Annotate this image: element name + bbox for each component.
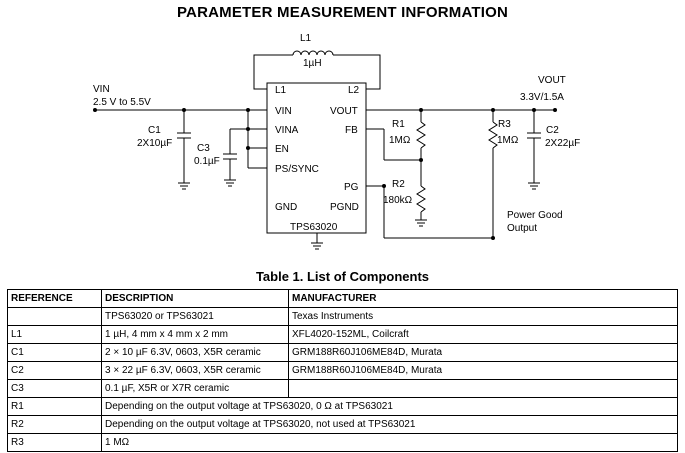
power-good-output-label: Output [507, 223, 537, 234]
r1-ref-label: R1 [392, 119, 405, 130]
table-row: C3 0.1 µF, X5R or X7R ceramic [7, 379, 678, 398]
pin-vout-label: VOUT [330, 106, 358, 117]
vin-label: VIN [93, 84, 110, 95]
r3-ref-label: R3 [498, 119, 511, 130]
inductor-l1 [292, 50, 334, 56]
vin-range-label: 2.5 V to 5.5V [93, 97, 151, 108]
cell-reference: R3 [7, 433, 102, 452]
c2-ref-label: C2 [546, 125, 559, 136]
pin-fb-label: FB [345, 125, 358, 136]
pin-l1-label: L1 [275, 85, 287, 96]
inductor-ref-label: L1 [300, 33, 312, 44]
c3-value-label: 0.1µF [194, 156, 220, 167]
cell-description: 2 × 10 µF 6.3V, 0603, X5R ceramic [101, 343, 289, 362]
power-good-label: Power Good [507, 210, 563, 221]
cell-reference: C2 [7, 361, 102, 380]
pin-gnd-label: GND [275, 202, 297, 213]
cell-manufacturer [288, 379, 678, 398]
r3-value-label: 1MΩ [497, 135, 519, 146]
pin-l2-label: L2 [348, 85, 360, 96]
table-row: R2 Depending on the output voltage at TP… [7, 415, 678, 434]
cell-description: 3 × 22 µF 6.3V, 0603, X5R ceramic [101, 361, 289, 380]
table-row: R1 Depending on the output voltage at TP… [7, 397, 678, 416]
cell-manufacturer: Texas Instruments [288, 307, 678, 326]
c3-ref-label: C3 [197, 143, 210, 154]
table-row: TPS63020 or TPS63021 Texas Instruments [7, 307, 678, 326]
table-row: C2 3 × 22 µF 6.3V, 0603, X5R ceramic GRM… [7, 361, 678, 380]
pin-vin-label: VIN [275, 106, 292, 117]
pin-pg-label: PG [344, 182, 359, 193]
vin-terminal [93, 108, 97, 112]
cell-manufacturer: GRM188R60J106ME84D, Murata [288, 361, 678, 380]
header-manufacturer: MANUFACTURER [288, 289, 678, 308]
cell-reference: R2 [7, 415, 102, 434]
pin-pgnd-label: PGND [330, 202, 359, 213]
cell-reference [7, 307, 102, 326]
table-row: L1 1 µH, 4 mm x 4 mm x 2 mm XFL4020-152M… [7, 325, 678, 344]
table-row: R3 1 MΩ [7, 433, 678, 452]
components-table: REFERENCE DESCRIPTION MANUFACTURER TPS63… [7, 289, 678, 452]
vout-terminal [553, 108, 557, 112]
vout-rating-label: 3.3V/1.5A [520, 92, 564, 103]
cell-description: Depending on the output voltage at TPS63… [101, 397, 678, 416]
pin-vina-label: VINA [275, 125, 299, 136]
c1-ref-label: C1 [148, 125, 161, 136]
r1-value-label: 1MΩ [389, 135, 411, 146]
cell-reference: R1 [7, 397, 102, 416]
inductor-value-label: 1µH [303, 58, 322, 69]
cell-description: 0.1 µF, X5R or X7R ceramic [101, 379, 289, 398]
page-title: PARAMETER MEASUREMENT INFORMATION [176, 4, 509, 21]
pin-ps-sync-label: PS/SYNC [275, 164, 319, 175]
cell-reference: C3 [7, 379, 102, 398]
table-title: Table 1. List of Components [255, 269, 430, 284]
circuit-schematic: L1 1µH VIN 2.5 V to 5.5V VOUT 3.3V/1.5A … [93, 33, 580, 250]
ic-name-label: TPS63020 [290, 222, 338, 233]
cell-description: 1 µH, 4 mm x 4 mm x 2 mm [101, 325, 289, 344]
table-header-row: REFERENCE DESCRIPTION MANUFACTURER [7, 289, 678, 308]
header-description: DESCRIPTION [101, 289, 289, 308]
cell-description: TPS63020 or TPS63021 [101, 307, 289, 326]
table-row: C1 2 × 10 µF 6.3V, 0603, X5R ceramic GRM… [7, 343, 678, 362]
pin-en-label: EN [275, 144, 289, 155]
cell-description: 1 MΩ [101, 433, 678, 452]
cell-reference: L1 [7, 325, 102, 344]
r2-value-label: 180kΩ [383, 195, 413, 206]
vout-label: VOUT [538, 75, 566, 86]
cell-manufacturer: GRM188R60J106ME84D, Murata [288, 343, 678, 362]
cell-description: Depending on the output voltage at TPS63… [101, 415, 678, 434]
r2-ref-label: R2 [392, 179, 405, 190]
header-reference: REFERENCE [7, 289, 102, 308]
c2-value-label: 2X22µF [545, 138, 580, 149]
cell-reference: C1 [7, 343, 102, 362]
cell-manufacturer: XFL4020-152ML, Coilcraft [288, 325, 678, 344]
c1-value-label: 2X10µF [137, 138, 172, 149]
